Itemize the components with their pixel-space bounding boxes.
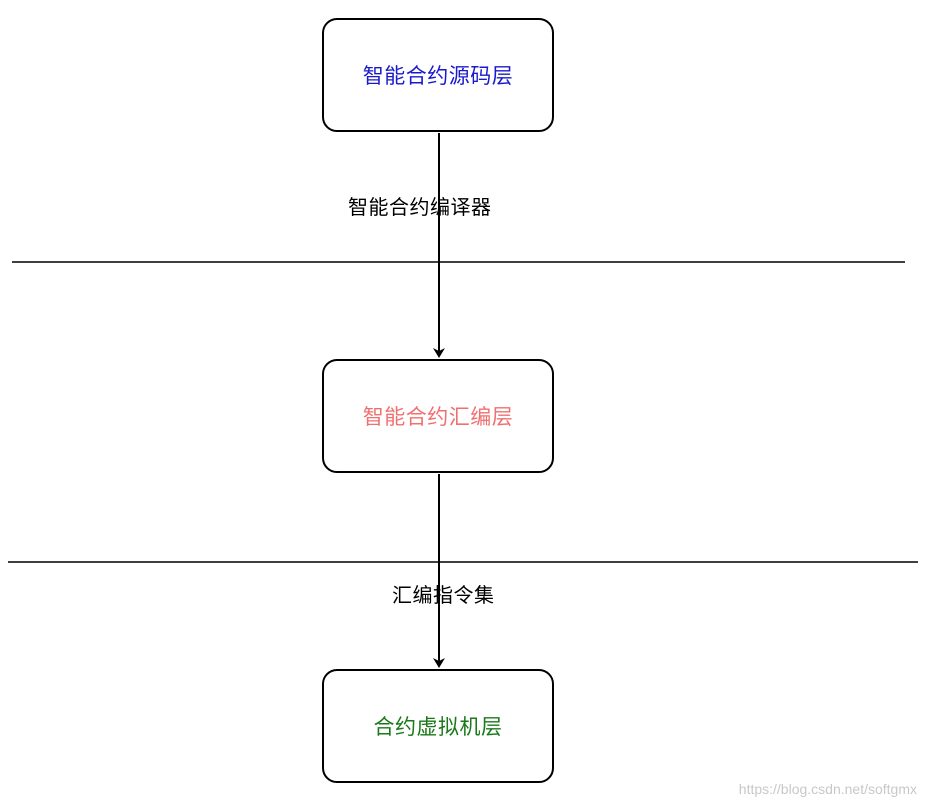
source-code-layer-label: 智能合约源码层: [362, 64, 514, 88]
assembly-layer-label: 智能合约汇编层: [362, 405, 514, 429]
compiler-edge-label: 智能合约编译器: [348, 195, 492, 219]
watermark-url: https://blog.csdn.net/softgmx: [738, 781, 917, 797]
instruction-set-edge-label: 汇编指令集: [392, 583, 495, 607]
vm-layer-label: 合约虚拟机层: [373, 715, 503, 739]
source-code-layer-node: 智能合约源码层: [322, 18, 554, 132]
assembly-layer-node: 智能合约汇编层: [322, 359, 554, 473]
vm-layer-node: 合约虚拟机层: [322, 669, 554, 783]
